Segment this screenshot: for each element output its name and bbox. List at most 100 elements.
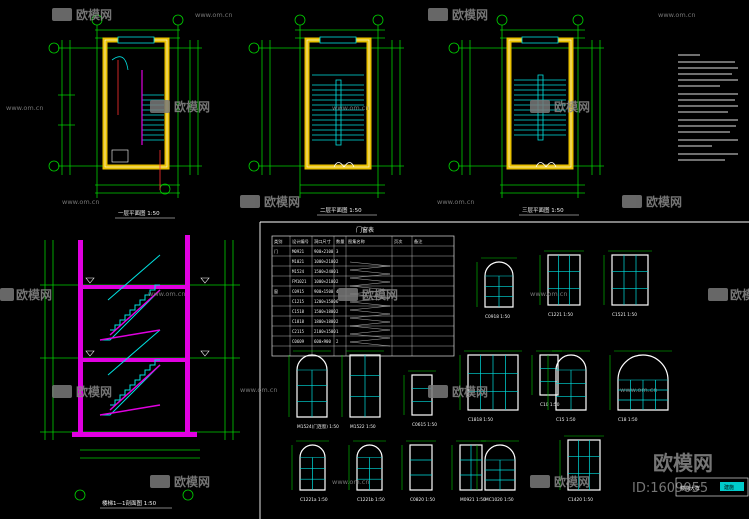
watermark-10: 欧模网 www.om.cn www.om.cn [52, 384, 658, 399]
window-elevation: M1522 1:50 [341, 350, 384, 430]
table-cell: 1000×2100 [314, 259, 336, 264]
table-cell: 900×1500 [314, 289, 334, 294]
table-cell: 1 [336, 269, 339, 274]
table-cell: 2 [336, 309, 339, 314]
table-header-cell: 备注 [414, 238, 423, 245]
window-label: C1221b 1:50 [357, 497, 385, 503]
table-cell: 4 [336, 289, 339, 294]
window-elevation: M0921 1:50 [451, 440, 486, 503]
window-label: C1221 1:50 [548, 312, 573, 318]
window-elevation: C15 1:50 [547, 350, 590, 423]
watermark-brand: 欧模网 [646, 194, 682, 209]
watermark-brand: 欧模网 [76, 384, 112, 399]
watermark-brand: 欧模网 [174, 474, 210, 489]
window-label: C1521 1:50 [612, 312, 637, 318]
window-label: C10 1:50 [540, 402, 560, 408]
table-cell: 窗 [274, 288, 278, 294]
window-elevation: C1221b 1:50 [348, 440, 386, 503]
window-label: C1420 1:50 [568, 497, 593, 503]
watermark-url: www.om.cn [62, 198, 100, 206]
table-cell: 2 [336, 279, 339, 284]
watermark-brand: 欧模网 [76, 7, 112, 22]
window-label: M0921 1:50 [460, 497, 486, 503]
watermark-brand: 欧模网 [16, 287, 52, 302]
watermark-id: ID:1609055 [632, 481, 708, 496]
window-elevation: MC1020 1:50 [476, 440, 519, 503]
watermark-5: 欧模网 www.om.cn www.om.cn [62, 194, 475, 209]
watermark-layer: 欧模网 www.om.cn 欧模网 www.om.cn 欧模网 www.om.c… [0, 7, 749, 496]
table-header-cell: 类别 [274, 238, 282, 245]
table-cell: C2115 [292, 329, 305, 334]
title-block-name: 楼梯大样 [680, 485, 700, 492]
table-cell: 1500×2400 [314, 269, 336, 274]
table-cell: M0921 [292, 249, 305, 254]
watermark-brand: 欧模网 [264, 194, 300, 209]
watermark-brand: 欧模网 [174, 99, 210, 114]
window-elevation: C1818 1:50 [459, 350, 522, 423]
section-title: 楼梯1—1剖面图 1:50 [102, 499, 157, 507]
watermark-4: 欧模网 [530, 99, 590, 114]
watermark-url: www.om.cn [530, 290, 568, 298]
table-cell: 门 [274, 248, 278, 254]
watermark-url: www.om.cn [437, 198, 475, 206]
watermark-brand: 欧模网 [452, 384, 488, 399]
watermark-brand: 欧模网 [730, 287, 749, 302]
table-header-cell: 页次 [394, 238, 403, 245]
window-label: MC1020 1:50 [485, 497, 514, 503]
watermark-6: 欧模网 [622, 194, 682, 209]
window-elevation: C0615 1:50 [403, 370, 437, 428]
table-header-cell: 数量 [336, 238, 344, 245]
window-elevation: C10 1:50 [531, 350, 562, 408]
window-label: C0918 1:50 [485, 314, 510, 320]
window-elevation: C1420 1:50 [559, 435, 604, 503]
watermark-url: www.om.cn [240, 386, 278, 394]
plan-2-title: 二层平面图 1:50 [320, 206, 362, 214]
table-cell: 2 [336, 339, 339, 344]
table-cell: C1215 [292, 299, 305, 304]
table-title: 门窗表 [356, 226, 374, 234]
watermark-url: www.om.cn [6, 104, 44, 112]
watermark-2: 欧模网 www.om.cn [428, 7, 696, 22]
table-header-cell: 设计编号 [292, 238, 309, 245]
table-cell: M1524 [292, 269, 305, 274]
watermark-url: www.om.cn [148, 290, 186, 298]
watermark-brand: 欧模网 [554, 474, 590, 489]
title-block-sheet: 建施 [724, 484, 734, 491]
watermark-11: 欧模网 [428, 384, 488, 399]
plan-3-title: 三层平面图 1:50 [522, 206, 564, 214]
window-elevation: C1521 1:50 [603, 250, 652, 318]
title-block: 楼梯大样 建施 [675, 477, 749, 497]
table-cell: 1 [336, 329, 339, 334]
table-cell: 1800×1800 [314, 319, 336, 324]
window-elevation: C18 1:50 [609, 350, 672, 423]
table-cell: 900×2100 [314, 249, 334, 254]
watermark-13: 欧模网 [530, 474, 590, 489]
table-cell: M1021 [292, 259, 305, 264]
table-cell: 2 [336, 259, 339, 264]
watermark-brand: 欧模网 [452, 7, 488, 22]
design-notes [678, 54, 738, 161]
table-cell: C1818 [292, 319, 305, 324]
table-cell: 600×900 [314, 339, 331, 344]
table-header-cell: 洞口尺寸 [314, 238, 331, 245]
watermark-12: 欧模网 www.om.cn [150, 474, 370, 489]
watermark-brand-large: 欧模网 [653, 451, 713, 475]
window-elevation: C1221 1:50 [539, 250, 584, 318]
table-cell: 1200×1500 [314, 299, 336, 304]
watermark-url: www.om.cn [195, 11, 233, 19]
table-cell: 1500×1800 [314, 309, 336, 314]
window-label: C1221a 1:50 [300, 497, 328, 503]
watermark-9: 欧模网 [708, 287, 749, 302]
watermark-1: 欧模网 www.om.cn [52, 7, 233, 22]
sheet-frame [259, 221, 749, 519]
watermark-url: www.om.cn [332, 104, 370, 112]
table-header-cell: 图集名称 [348, 238, 365, 245]
window-details: C0918 1:50 C1221 1:50 C1521 1:50M1524(门连窗)… [288, 250, 672, 503]
table-cell: C0915 [292, 289, 305, 294]
window-label: M1522 1:50 [350, 424, 376, 430]
window-elevation: C0820 1:50 [401, 440, 436, 503]
plan-1-title: 一层平面图 1:50 [118, 209, 160, 217]
window-label: M1524(门连窗) 1:50 [297, 423, 339, 430]
stair-plan-1: 一层平面图 1:50 [48, 14, 202, 219]
